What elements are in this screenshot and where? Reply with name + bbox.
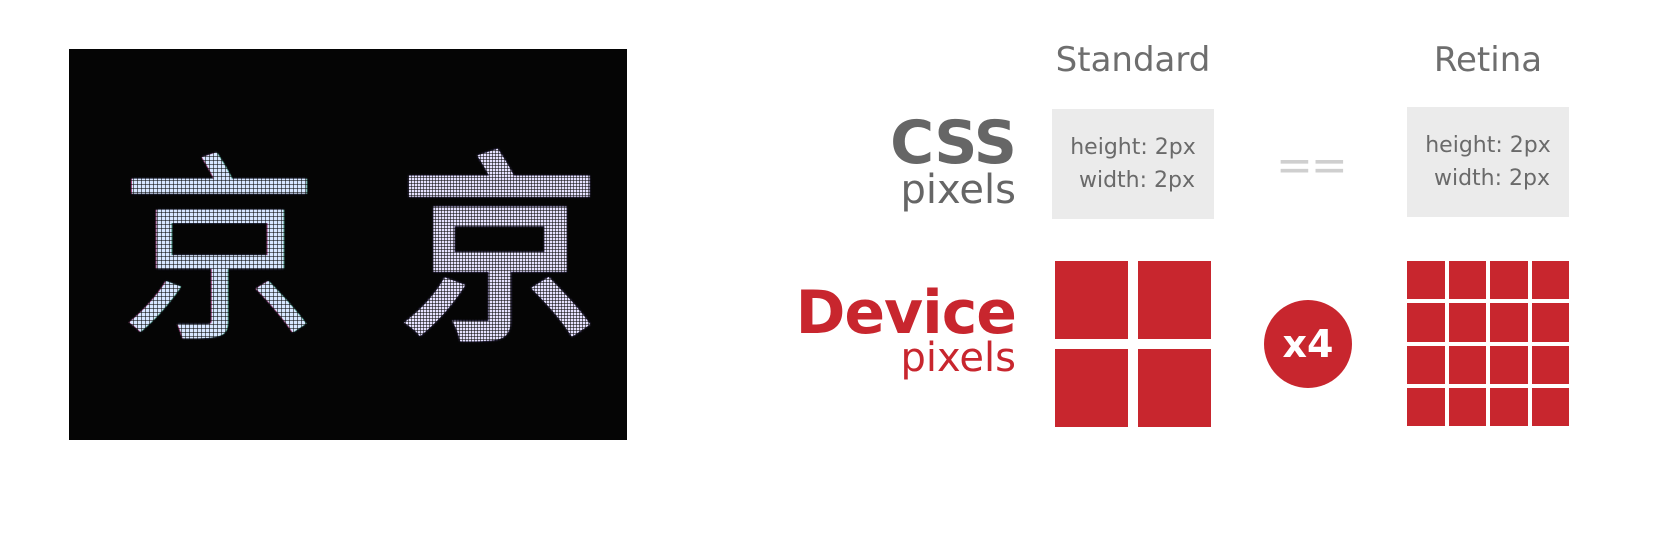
css-label-title: CSS [890, 108, 1017, 178]
column-header-standard: Standard [1055, 40, 1211, 80]
device-pixel [1407, 387, 1445, 426]
column-header-retina: Retina [1433, 40, 1543, 80]
css-box-retina: height: 2px width: 2px [1407, 107, 1569, 217]
kanji-retina-display: 京 [398, 137, 599, 370]
css-width-standard: width: 2px [1078, 168, 1196, 193]
equals-sign: == [1276, 140, 1348, 191]
device-pixel [1490, 345, 1528, 384]
device-pixel [1531, 303, 1569, 342]
device-pixel [1531, 387, 1569, 426]
device-pixel [1448, 345, 1486, 384]
device-pixel [1490, 261, 1528, 300]
device-pixel [1448, 261, 1486, 300]
device-grid-standard [1055, 261, 1211, 427]
device-pixel [1055, 261, 1128, 339]
device-grid-retina [1407, 261, 1569, 426]
pixel-closeup-photo: 京 京 [69, 49, 627, 440]
multiplier-badge: x4 [1264, 300, 1352, 388]
device-pixel [1407, 303, 1445, 342]
device-label-subtitle: pixels [900, 335, 1016, 381]
device-label-title: Device [795, 278, 1017, 348]
device-pixel [1138, 261, 1211, 339]
device-pixel [1407, 345, 1445, 384]
device-pixel [1138, 349, 1211, 427]
device-pixel [1448, 303, 1486, 342]
kanji-standard-display: 京 [118, 137, 319, 370]
device-pixel [1407, 261, 1445, 300]
device-pixel [1448, 387, 1486, 426]
css-height-retina: height: 2px [1425, 133, 1551, 158]
css-width-retina: width: 2px [1433, 166, 1551, 191]
css-box-standard: height: 2px width: 2px [1052, 109, 1214, 219]
device-pixel [1531, 345, 1569, 384]
device-pixel [1055, 349, 1128, 427]
device-pixel [1490, 303, 1528, 342]
css-height-standard: height: 2px [1070, 135, 1196, 160]
device-pixel [1531, 261, 1569, 300]
css-label-subtitle: pixels [900, 167, 1016, 213]
device-pixel [1490, 387, 1528, 426]
